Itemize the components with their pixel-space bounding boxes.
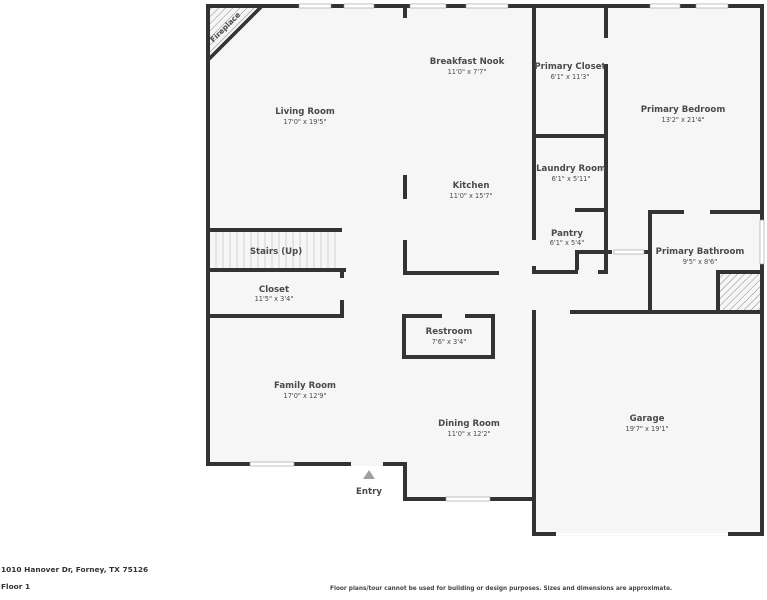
room-dimensions: 11'5" x 3'4" [255,295,294,303]
room-name: Primary Closet [534,62,605,72]
shower-hatch [720,273,760,310]
floor-area [206,5,763,535]
primary-closet-door[interactable] [604,38,608,64]
room-name: Laundry Room [536,164,606,174]
entry-marker: Entry [356,470,382,497]
entry-label: Entry [356,487,382,497]
room-dimensions: 9'5" x 8'6" [683,258,718,266]
room-name: Living Room [275,107,335,117]
windows [249,3,765,502]
bath-door[interactable] [684,210,710,214]
room-breakfast-nook[interactable]: Breakfast Nook 11'0" x 7'7" [430,57,505,76]
floor-label: Floor 1 [1,582,31,591]
room-restroom[interactable]: Restroom 7'6" x 3'4" [426,327,473,346]
entry-door[interactable] [351,462,383,466]
pantry-door[interactable] [532,240,536,266]
room-dimensions: 11'0" x 7'7" [448,68,487,76]
room-primary-bathroom[interactable]: Primary Bathroom 9'5" x 8'6" [656,247,745,266]
room-garage[interactable]: Garage 19'7" x 19'1" [626,414,669,433]
room-dimensions: 7'6" x 3'4" [432,338,467,346]
property-address: 1010 Hanover Dr, Forney, TX 75126 [1,565,149,574]
floor-plan: Fireplace [206,3,765,536]
pantry-closet-door[interactable] [578,270,598,274]
room-dimensions: 6'1" x 5'11" [552,175,591,183]
room-dimensions: 17'0" x 12'9" [284,392,327,400]
room-dimensions: 11'0" x 12'2" [448,430,491,438]
room-dining-room[interactable]: Dining Room 11'0" x 12'2" [438,419,500,438]
room-name: Breakfast Nook [430,57,505,67]
entry-arrow-icon [363,470,375,479]
stairs [209,232,340,270]
closet-door[interactable] [340,278,344,300]
room-name: Restroom [426,327,473,337]
room-name: Primary Bedroom [641,105,726,115]
room-dimensions: 13'2" x 21'4" [662,116,705,124]
door-openings [340,38,728,536]
restroom-door[interactable] [442,314,465,318]
room-family-room[interactable]: Family Room 17'0" x 12'9" [274,381,336,400]
room-name: Garage [630,414,665,424]
room-primary-bedroom[interactable]: Primary Bedroom 13'2" x 21'4" [641,105,726,124]
room-kitchen[interactable]: Kitchen 11'0" x 15'7" [450,181,493,200]
disclaimer-text: Floor plans/tour cannot be used for buil… [330,586,673,592]
room-dimensions: 11'0" x 15'7" [450,192,493,200]
room-name: Primary Bathroom [656,247,745,257]
garage-entry-door[interactable] [536,310,570,314]
room-dimensions: 19'7" x 19'1" [626,425,669,433]
room-dimensions: 17'0" x 19'5" [284,118,327,126]
fireplace: Fireplace [206,4,264,62]
room-living-room[interactable]: Living Room 17'0" x 19'5" [275,107,335,126]
room-name: Closet [259,285,289,295]
room-closet[interactable]: Closet 11'5" x 3'4" [255,285,294,303]
room-dimensions: 6'1" x 11'3" [551,73,590,81]
room-name: Kitchen [453,181,490,191]
room-name: Dining Room [438,419,500,429]
room-name: Stairs (Up) [250,247,302,257]
room-pantry[interactable]: Pantry 6'1" x 5'4" [550,229,585,247]
room-primary-closet[interactable]: Primary Closet 6'1" x 11'3" [534,62,605,81]
room-name: Pantry [551,229,583,239]
room-dimensions: 6'1" x 5'4" [550,239,585,247]
room-laundry-room[interactable]: Laundry Room 6'1" x 5'11" [536,164,606,183]
room-name: Family Room [274,381,336,391]
room-stairs[interactable]: Stairs (Up) [250,247,302,257]
